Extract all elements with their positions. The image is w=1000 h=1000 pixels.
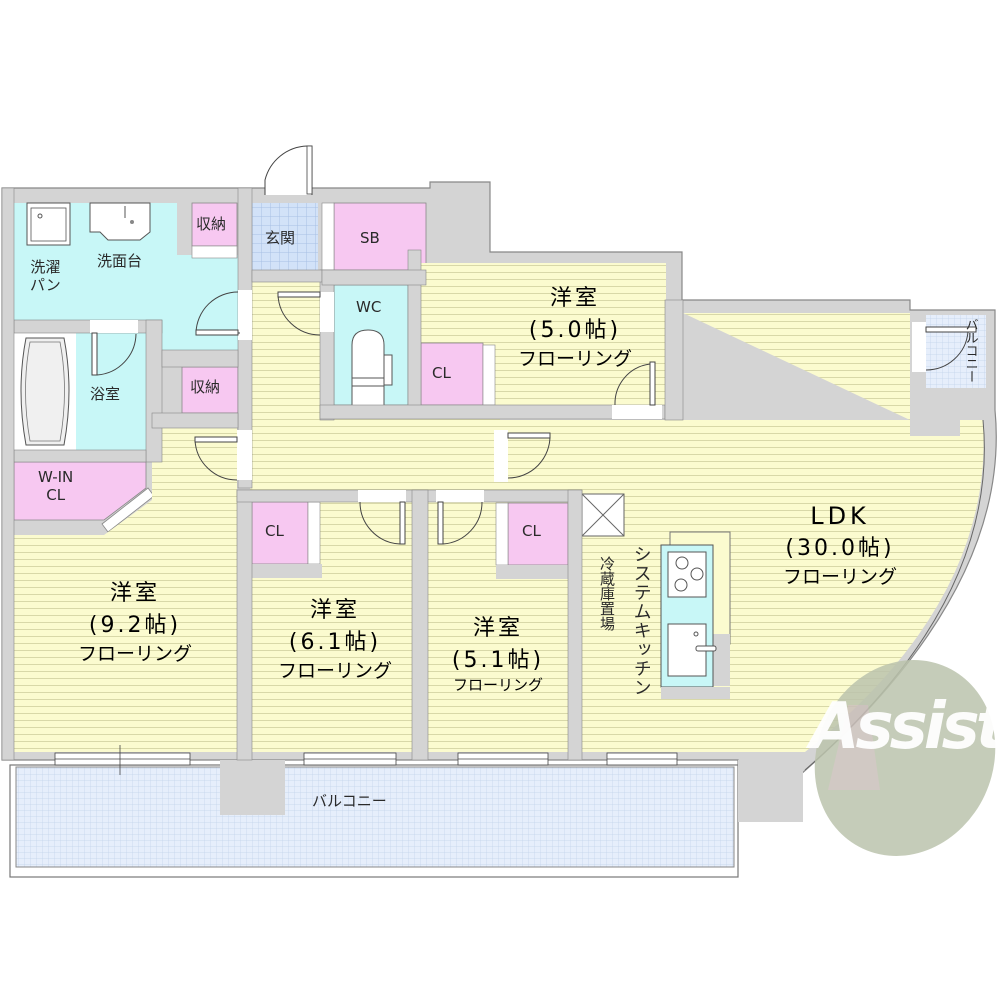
bathroom xyxy=(14,333,146,450)
storage-top-label: 収納 xyxy=(196,215,227,233)
western-room-6-1-label: 洋室 (6.1帖) フローリング xyxy=(277,598,392,682)
storage-mid-area xyxy=(181,366,239,414)
bathroom-label: 浴室 xyxy=(90,385,121,403)
closet-6-1-label: CL xyxy=(265,522,284,540)
western-room-9-2-label: 洋室 (9.2帖) フローリング xyxy=(77,581,192,665)
wc-label: WC xyxy=(356,298,382,316)
system-kitchen xyxy=(660,531,731,699)
balcony-main xyxy=(9,760,803,878)
assist-watermark: Assist xyxy=(810,690,1000,764)
storage-mid-label: 収納 xyxy=(190,378,221,396)
system-kitchen-label: システムキッチン xyxy=(630,545,652,697)
storage-top-area xyxy=(191,202,238,247)
western-room-5-1-label: 洋室 (5.1帖) フローリング xyxy=(451,616,545,694)
washroom xyxy=(14,202,238,350)
balcony-side-label: バルコニー xyxy=(962,318,978,383)
windows[interactable] xyxy=(54,745,678,775)
shoe-box-label: SB xyxy=(360,229,380,247)
western-room-5-0-label: 洋室 (5.0帖) フローリング xyxy=(517,286,632,370)
assist-logo xyxy=(814,660,996,856)
western-room-9-2-area xyxy=(14,428,237,752)
balcony-main-label: バルコニー xyxy=(312,792,387,810)
washstand-label: 洗面台 xyxy=(97,252,143,270)
interior-doors[interactable] xyxy=(90,290,977,545)
closet-5-0-label: CL xyxy=(432,364,451,382)
ldk-label: LDK (30.0帖) フローリング xyxy=(782,502,897,588)
fridge-space xyxy=(581,493,625,537)
closet-5-1-label: CL xyxy=(522,522,541,540)
walk-in-closet-label: W-IN CL xyxy=(38,468,74,504)
entrance-area xyxy=(252,203,318,270)
laundry-pan-label: 洗濯 パン xyxy=(30,258,61,294)
entrance-label: 玄関 xyxy=(265,229,296,247)
fridge-space-label: 冷蔵庫置場 xyxy=(598,556,616,631)
entrance-door[interactable] xyxy=(264,145,313,195)
